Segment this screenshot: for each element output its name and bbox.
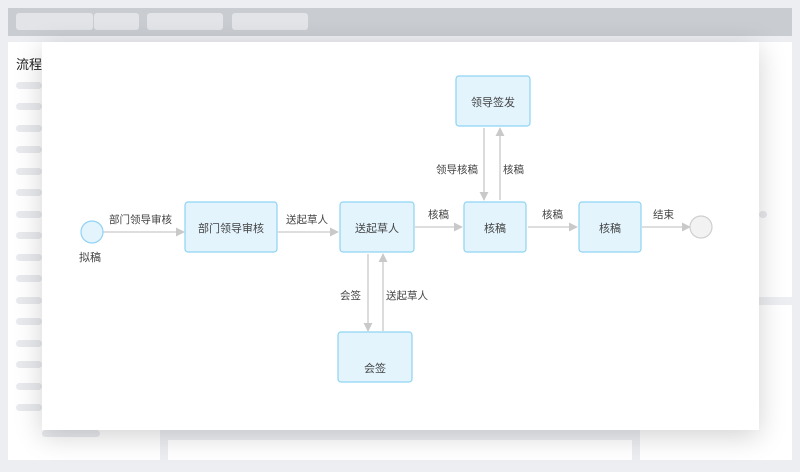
skeleton-line bbox=[16, 82, 42, 89]
skeleton-line bbox=[16, 189, 42, 196]
skeleton-line bbox=[16, 340, 42, 347]
tab-placeholder-3[interactable] bbox=[147, 13, 223, 30]
skeleton-line bbox=[16, 361, 42, 368]
edge-label-review: 核稿 bbox=[503, 163, 524, 176]
node-leader-sign-label: 领导签发 bbox=[471, 95, 515, 109]
skeleton-line bbox=[16, 254, 42, 261]
skeleton-line bbox=[16, 125, 42, 132]
tab-placeholder-4[interactable] bbox=[232, 13, 308, 30]
skeleton-line bbox=[16, 103, 42, 110]
node-send-drafter-label: 送起草人 bbox=[355, 221, 399, 235]
skeleton-line bbox=[16, 146, 42, 153]
node-dept-review[interactable] bbox=[184, 201, 278, 253]
node-send-drafter[interactable] bbox=[339, 201, 415, 253]
edge-label-send-drafter: 送起草人 bbox=[386, 289, 428, 302]
background-main-panel bbox=[168, 440, 632, 460]
skeleton-line bbox=[16, 211, 42, 218]
skeleton-line bbox=[16, 232, 42, 239]
skeleton-line bbox=[16, 297, 42, 304]
tab-placeholder-1[interactable] bbox=[16, 13, 93, 30]
skeleton-line bbox=[16, 275, 42, 282]
node-review-1[interactable] bbox=[463, 201, 527, 253]
node-countersign-label: 会签 bbox=[364, 361, 386, 375]
node-review-2-label: 核稿 bbox=[599, 221, 621, 235]
node-review-1-label: 核稿 bbox=[484, 221, 506, 235]
edge-label-end: 结束 bbox=[653, 208, 674, 221]
skeleton-line bbox=[16, 168, 42, 175]
top-toolbar bbox=[8, 8, 792, 36]
skeleton-line bbox=[16, 404, 42, 411]
node-review-2[interactable] bbox=[578, 201, 642, 253]
edge-label-countersign: 会签 bbox=[340, 289, 361, 302]
skeleton-line bbox=[42, 430, 100, 437]
skeleton-line bbox=[759, 211, 767, 218]
edge-label-send-drafter: 送起草人 bbox=[286, 213, 328, 226]
skeleton-line bbox=[16, 318, 42, 325]
node-leader-sign[interactable] bbox=[455, 75, 531, 127]
node-dept-review-label: 部门领导审核 bbox=[198, 221, 264, 235]
start-node-label: 拟稿 bbox=[79, 250, 101, 264]
end-node[interactable] bbox=[689, 215, 713, 239]
tab-placeholder-2[interactable] bbox=[94, 13, 139, 30]
edge-label-leader-review: 领导核稿 bbox=[436, 163, 478, 176]
flow-diagram-modal: 部门领导审核 送起草人 核稿 核稿 结束 领导核稿 核稿 会签 送起草人 拟稿 … bbox=[42, 42, 759, 430]
skeleton-line bbox=[16, 383, 42, 390]
node-countersign[interactable] bbox=[337, 331, 413, 383]
page-title: 流程 bbox=[16, 58, 43, 73]
flow-diagram: 部门领导审核 送起草人 核稿 核稿 结束 领导核稿 核稿 会签 送起草人 拟稿 … bbox=[79, 75, 713, 383]
start-node[interactable] bbox=[80, 220, 104, 244]
edge-label-dept-review: 部门领导审核 bbox=[109, 213, 172, 226]
edge-label-review: 核稿 bbox=[542, 208, 563, 221]
edge-label-review: 核稿 bbox=[428, 208, 449, 221]
